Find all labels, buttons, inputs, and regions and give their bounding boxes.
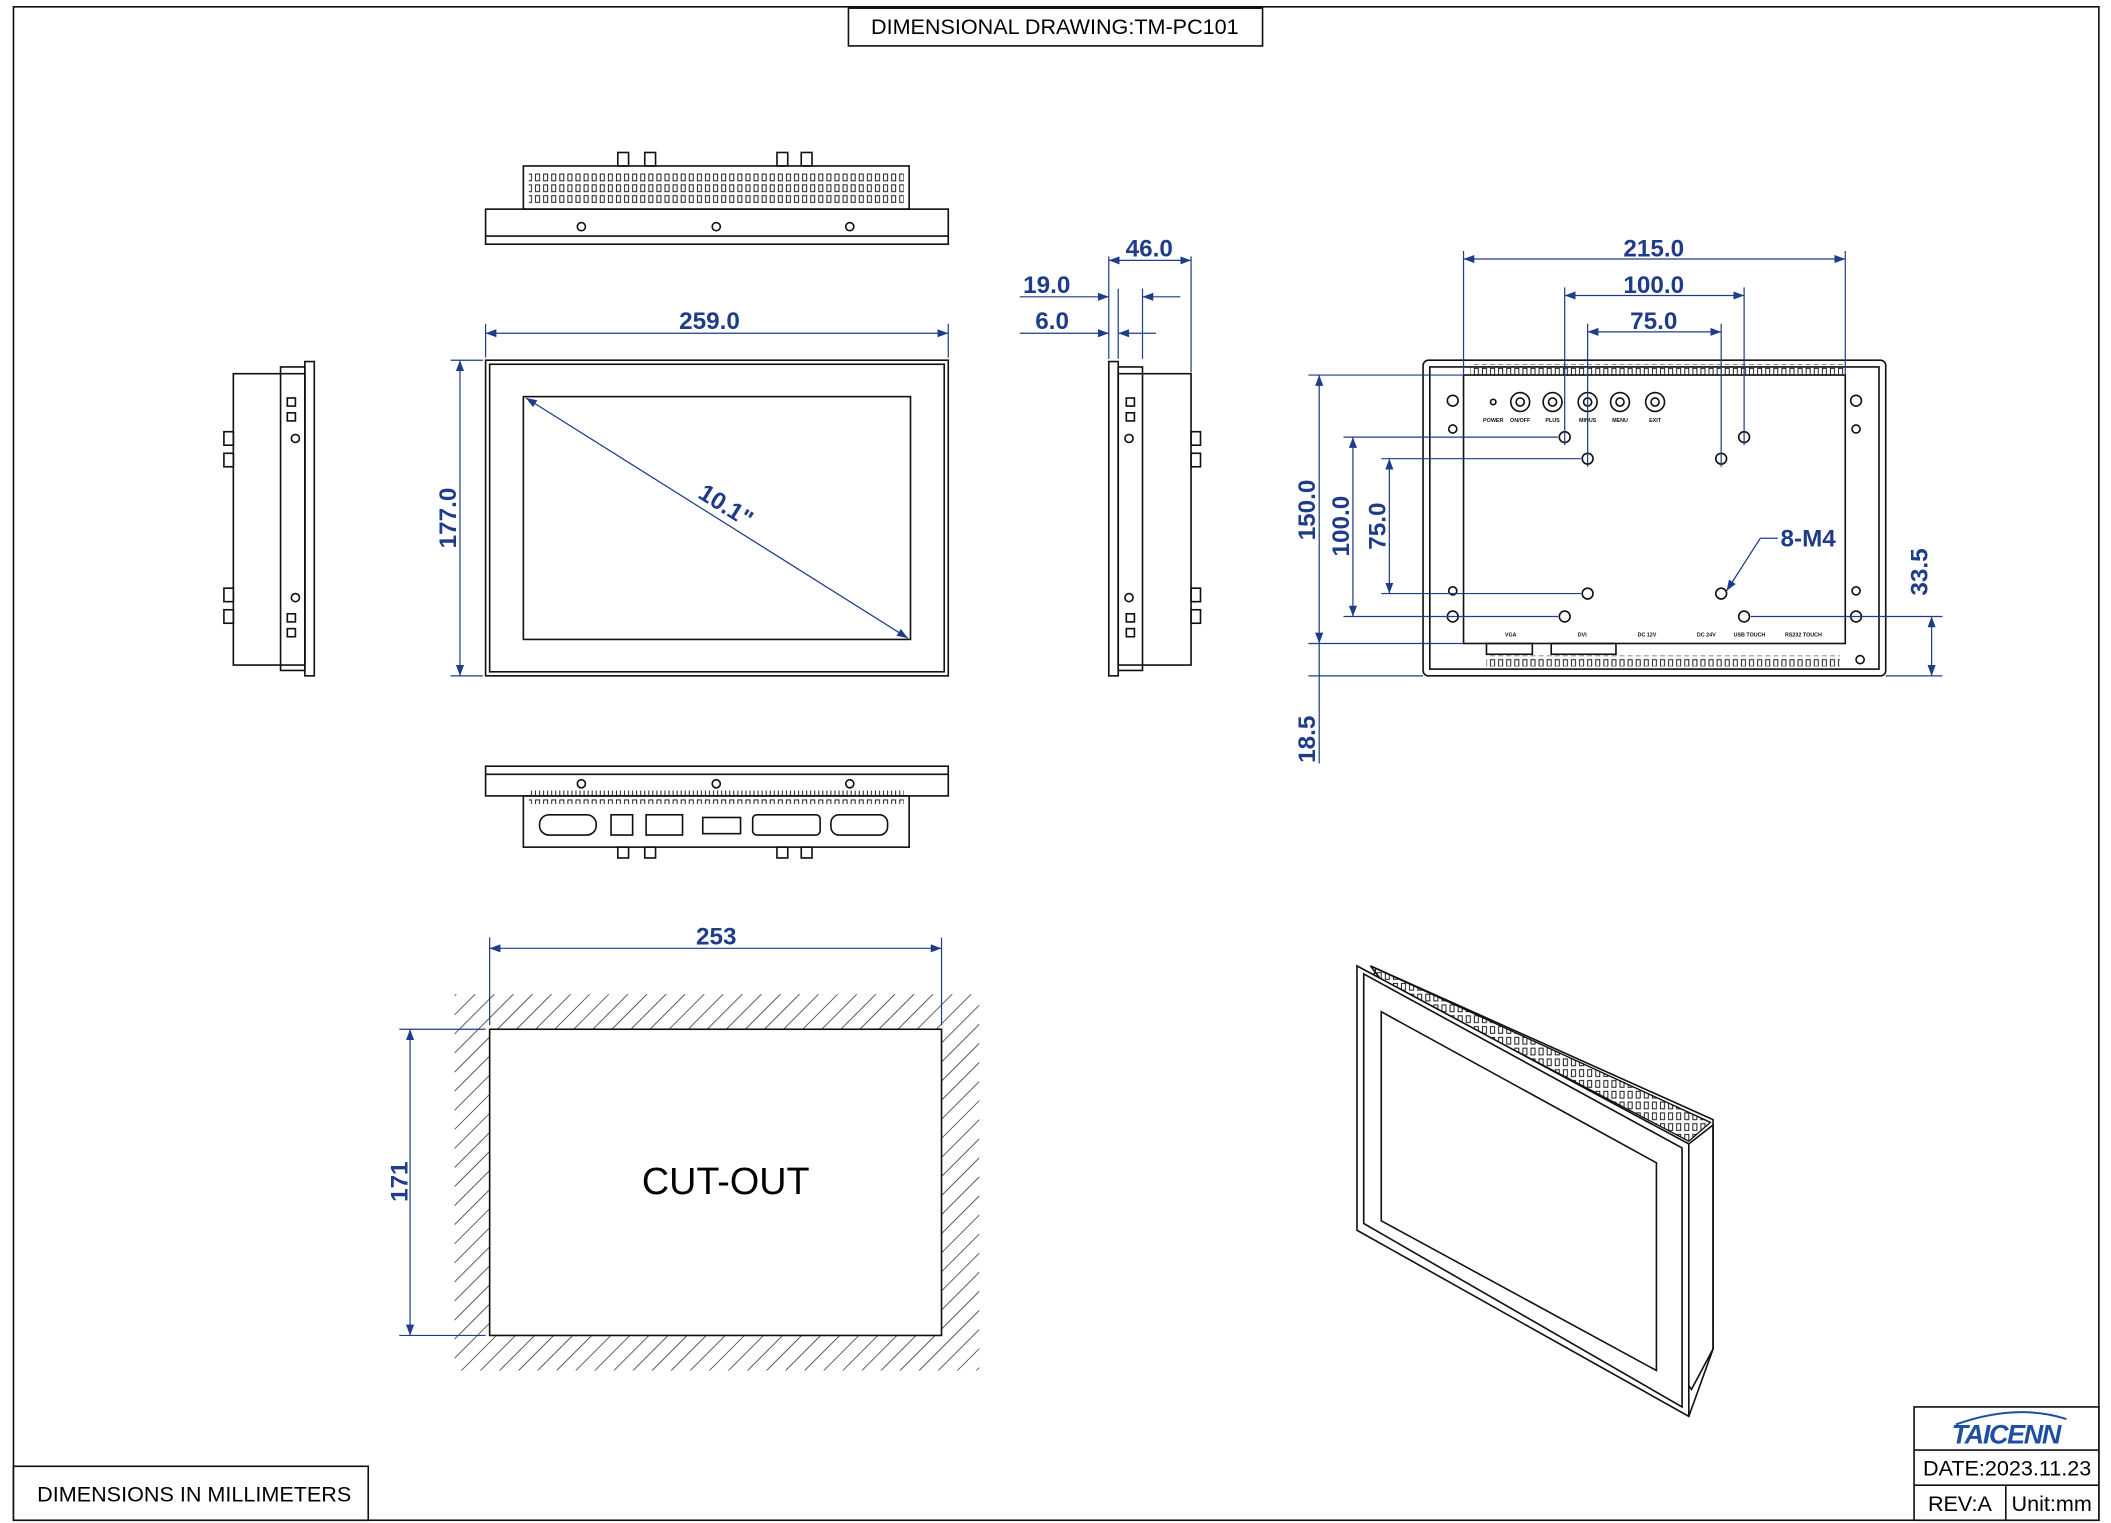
vga-port [830,813,889,836]
button-label-exit: EXIT [1649,418,1662,424]
usb-port [610,813,634,836]
company-logo: TAICENN [1952,1411,2067,1449]
perspective-view [1356,964,1714,1418]
rear-view: POWER ON/OFF PLUS MINUS MENU EXIT VGA DV… [1294,235,1943,764]
unit: Unit:mm [2011,1491,2091,1516]
drawing-title: DIMENSIONAL DRAWING:TM-PC101 [871,14,1239,39]
button-label-power: POWER [1483,418,1503,424]
hole-spacing-x1-dim: 100.0 [1623,272,1684,299]
revision: REV:A [1928,1491,1993,1516]
front-width-dim: 259.0 [679,308,740,335]
bottom-view [484,765,950,859]
svg-text:TAICENN: TAICENN [1952,1419,2062,1449]
offset-right-dim: 33.5 [1907,548,1934,595]
cutout-height-dim: 171 [386,1161,413,1202]
drawing-border [12,5,2100,1522]
power-terminal [701,816,742,835]
hole-spacing-y2-dim: 75.0 [1364,503,1391,550]
port-label-usb-touch: USB TOUCH [1734,633,1766,639]
port-label-rs232-touch: RS232 TOUCH [1785,633,1822,639]
mount-height-dim: 150.0 [1294,480,1321,541]
title-block: TAICENN DATE:2023.11.23 REV:A Unit:mm [1913,1406,2100,1522]
title-box: DIMENSIONAL DRAWING:TM-PC101 [847,7,1264,47]
inner-depth-dim: 19.0 [1023,272,1070,299]
front-view: 10.1" 259.0 177.0 [435,308,950,677]
port-label-vga: VGA [1505,633,1517,639]
port-label-dc24v: DC 24V [1697,633,1716,639]
mount-width-dim: 215.0 [1623,235,1684,262]
hole-spacing-x2-dim: 75.0 [1630,308,1677,335]
bezel-dim: 6.0 [1035,308,1069,335]
serial-port [538,813,598,836]
cutout-view: CUT-OUT 253 171 [386,923,980,1371]
left-side-view [223,360,316,677]
dvi-port [751,813,821,836]
diagonal-label: 10.1" [694,479,758,533]
depth-dim: 46.0 [1126,235,1173,262]
port-label-dvi: DVI [1578,633,1587,639]
screw-callout: 8-M4 [1781,525,1837,552]
units-note-box: DIMENSIONS IN MILLIMETERS [12,1465,370,1522]
units-note: DIMENSIONS IN MILLIMETERS [37,1481,351,1506]
lan-port [645,813,684,836]
button-label-onoff: ON/OFF [1510,418,1531,424]
front-height-dim: 177.0 [435,488,462,549]
drawing-date: DATE:2023.11.23 [1923,1456,2091,1481]
cutout-label: CUT-OUT [642,1161,810,1203]
right-side-view: 46.0 19.0 6.0 [1019,235,1202,677]
hole-spacing-y1-dim: 100.0 [1328,496,1355,557]
button-label-plus: PLUS [1545,418,1560,424]
button-label-menu: MENU [1612,418,1628,424]
offset-bottom-dim: 18.5 [1294,716,1321,763]
port-label-dc12v: DC 12V [1638,633,1657,639]
top-view [484,151,950,246]
cutout-width-dim: 253 [696,923,736,950]
